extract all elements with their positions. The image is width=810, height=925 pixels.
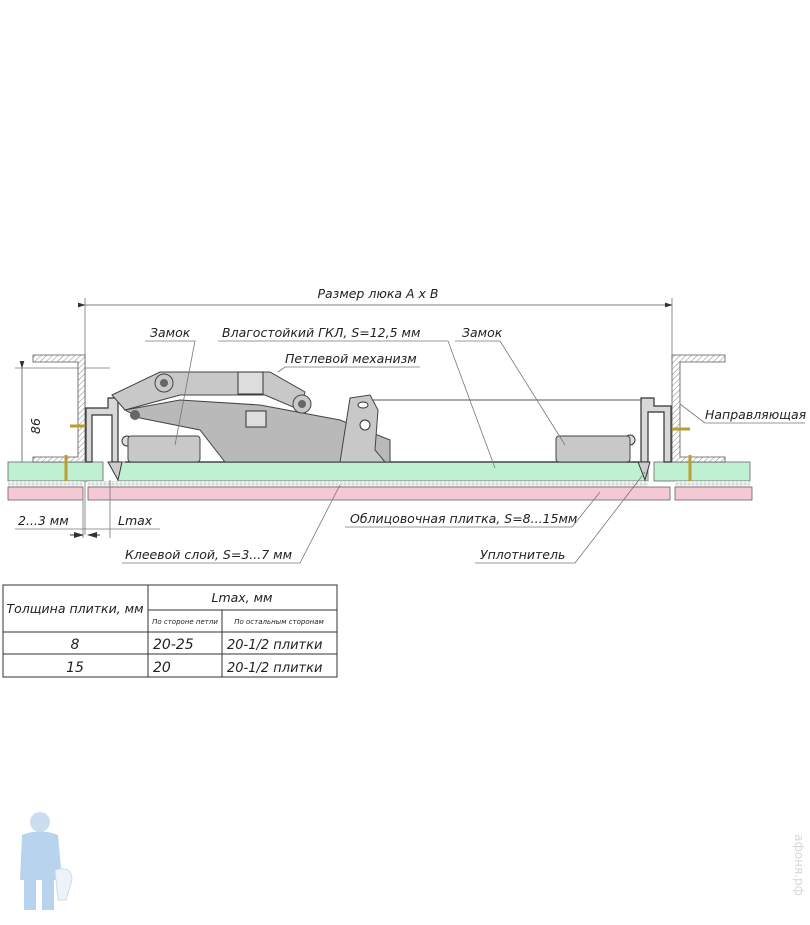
label-gap: 2...3 мм	[18, 513, 69, 528]
watermark: афоня.рф	[792, 834, 806, 896]
table-cell: 20-1/2 плитки	[227, 638, 322, 653]
lmax-table: Толщина плитки, мм Lmax, мм По стороне п…	[2, 584, 338, 678]
gap-dimension	[70, 480, 111, 538]
height-dimension-label: 86	[28, 418, 43, 434]
leader-lines	[15, 340, 805, 564]
glue-layer	[8, 481, 750, 487]
label-hinge: Петлевой механизм	[285, 351, 417, 366]
hinge-mechanism	[111, 371, 391, 463]
label-glue: Клеевой слой, S=3...7 мм	[125, 547, 292, 562]
label-lock-right: Замок	[462, 325, 503, 340]
table-cell: 20	[153, 660, 171, 676]
plumber-logo	[20, 812, 73, 910]
tile-layer	[7, 486, 753, 501]
label-guide: Направляющая	[705, 407, 807, 422]
label-lock-left: Замок	[150, 325, 191, 340]
table-cell: 15	[66, 660, 84, 676]
table-subheader-hinge-side: По стороне петли	[152, 618, 218, 626]
table-subheader-other-sides: По остальным сторонам	[234, 618, 324, 626]
label-seal: Уплотнитель	[480, 547, 565, 562]
guide-left	[32, 354, 86, 463]
label-lmax: Lmax	[118, 513, 153, 528]
opening-dimension-label: Размер люка A x B	[317, 286, 438, 301]
table-header-lmax: Lmax, мм	[211, 590, 272, 605]
table-cell: 20-25	[153, 637, 194, 653]
label-gkl: Влагостойкий ГКЛ, S=12,5 мм	[222, 325, 420, 340]
table-cell: 20-1/2 плитки	[227, 661, 322, 676]
lock-right	[555, 435, 631, 463]
table-header-thickness: Толщина плитки, мм	[6, 601, 143, 616]
table-cell: 8	[71, 637, 80, 653]
label-tile: Облицовочная плитка, S=8...15мм	[350, 511, 577, 526]
opening-dimension: Размер люка A x B	[77, 286, 673, 535]
lock-left	[127, 435, 201, 463]
height-dimension: 86	[15, 360, 110, 481]
